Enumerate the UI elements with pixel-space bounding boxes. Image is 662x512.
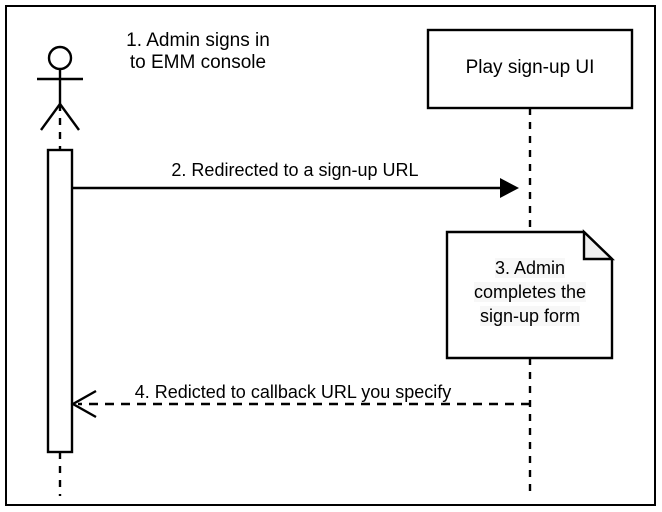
actor-stick-figure-icon [37, 45, 83, 131]
note-step-3-line2: completes the [473, 281, 587, 302]
message-2-label: 2. Redirected to a sign-up URL [171, 160, 419, 180]
note-step-3-line1: 3. Admin [494, 258, 566, 278]
actor-caption-line2: to EMM console [129, 52, 267, 74]
diagram-frame-border [5, 5, 656, 506]
note-step-3-text: 3. Admin completes the sign-up form [452, 257, 608, 329]
play-ui-lifeline-box[interactable] [426, 28, 634, 110]
message-4-arrow [70, 389, 530, 419]
play-ui-lifeline-box-label: Play sign-up UI [465, 57, 595, 78]
note-step-3-line3: sign-up form [479, 305, 581, 326]
message-4-label: 4. Redicted to callback URL you specify [134, 382, 452, 402]
actor-caption-line1: 1. Admin signs in [126, 30, 270, 51]
message-2-arrow [72, 178, 519, 198]
actor-activation-bar [46, 148, 74, 454]
